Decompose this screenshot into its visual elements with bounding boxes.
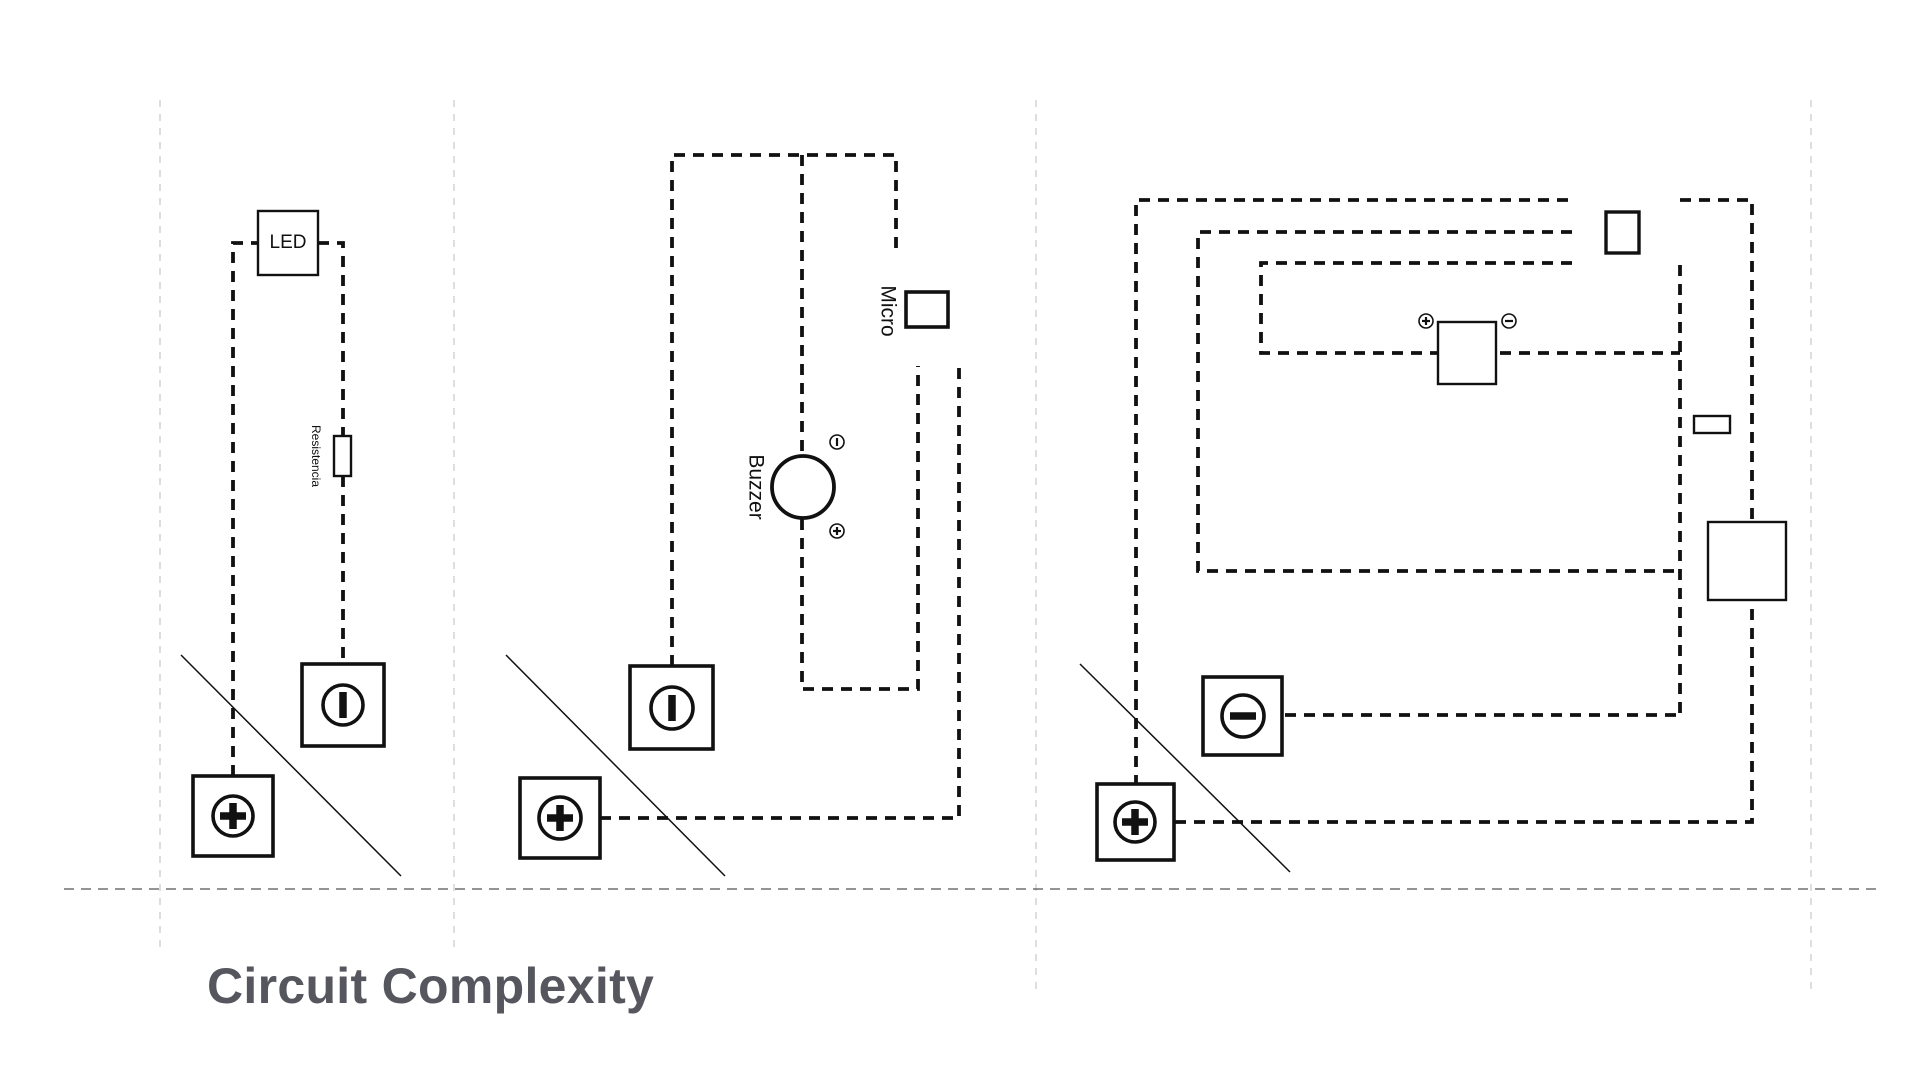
led-box: LED	[256, 209, 320, 277]
negative-terminal-icon	[1220, 693, 1266, 739]
positive-terminal-icon	[211, 794, 255, 838]
buzzer-circle: Buzzer	[744, 434, 845, 539]
cut-line	[180, 654, 402, 877]
negative-terminal	[1201, 675, 1284, 757]
buzzer-minus-icon	[829, 434, 845, 450]
module-minus-icon	[1501, 313, 1517, 329]
positive-terminal-icon	[537, 795, 583, 841]
wires	[600, 153, 961, 820]
resistor-label: Resistencia	[309, 425, 323, 487]
wires	[231, 241, 345, 776]
switch-terminal-icon	[649, 685, 695, 731]
guide-lines	[64, 100, 1880, 990]
circuit-panel-medium: Micro Buzzer	[505, 153, 961, 877]
large-component-box	[1706, 520, 1788, 602]
wires	[1134, 198, 1754, 824]
microphone-box: Micro	[876, 285, 950, 337]
switch-terminal	[628, 664, 715, 751]
switch-terminal	[300, 662, 386, 748]
module-box	[1418, 313, 1517, 386]
led-label: LED	[270, 232, 307, 253]
positive-terminal	[191, 774, 275, 858]
positive-terminal	[1095, 782, 1176, 862]
component-box	[1604, 210, 1641, 255]
buzzer-label: Buzzer	[744, 454, 767, 519]
cut-line	[505, 654, 726, 877]
page-title: Circuit Complexity	[207, 958, 655, 1014]
circuit-panel-simple: LED Resistencia	[180, 209, 402, 877]
resistor	[1692, 414, 1732, 435]
resistor: Resistencia	[309, 425, 353, 487]
cut-line	[1079, 663, 1291, 873]
module-plus-icon	[1418, 313, 1434, 329]
switch-terminal-icon	[321, 683, 365, 727]
buzzer-plus-icon	[829, 523, 845, 539]
positive-terminal	[518, 776, 602, 860]
micro-label: Micro	[876, 285, 899, 336]
circuit-panel-complex	[1079, 198, 1788, 873]
positive-terminal-icon	[1113, 800, 1157, 844]
